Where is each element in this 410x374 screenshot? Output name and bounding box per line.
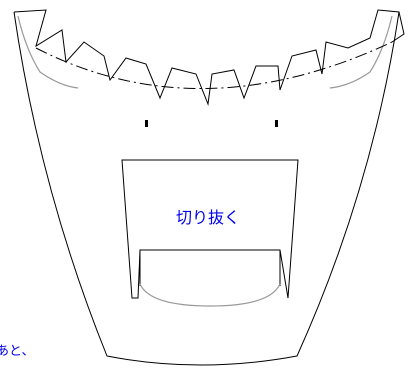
face-outline — [13, 11, 400, 366]
cut-out-label: 切り抜く — [176, 208, 240, 227]
teeth-fold-line — [35, 41, 393, 89]
left-fold-curve — [17, 15, 79, 89]
mouth-fold-curve — [139, 283, 281, 307]
left-eye — [145, 120, 148, 127]
top-teeth — [13, 9, 405, 106]
right-fold-curve — [329, 15, 393, 89]
after-fragment-label: あと、 — [0, 344, 34, 359]
right-eye — [275, 120, 278, 127]
mouth-cutout — [121, 159, 299, 299]
